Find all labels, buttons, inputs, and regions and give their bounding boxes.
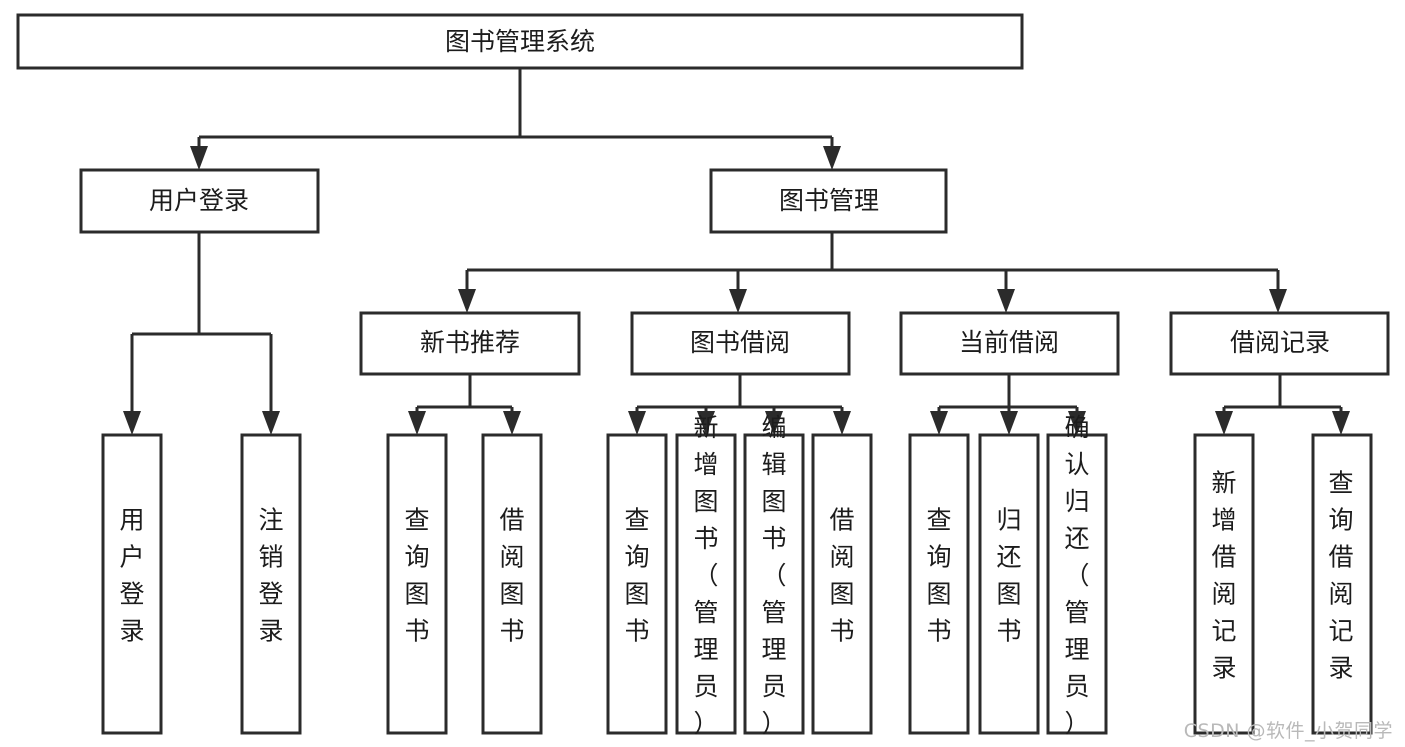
node-current-borrow-label: 当前借阅 bbox=[959, 328, 1059, 357]
node-leaf-add-book-box[interactable] bbox=[675, 433, 737, 735]
node-leaf-borrow-book-2-box[interactable] bbox=[811, 433, 873, 735]
node-book-manage-label: 图书管理 bbox=[779, 186, 879, 215]
node-leaf-borrow-book-1[interactable]: 借阅图书 bbox=[481, 433, 543, 735]
arrow-head-leaf-query-book-2 bbox=[628, 411, 646, 435]
node-leaf-user-login-label: 用户登录 bbox=[119, 506, 144, 646]
node-book-borrow-label: 图书借阅 bbox=[690, 328, 790, 357]
arrow-head-book-manage bbox=[823, 146, 841, 170]
node-borrow-record-box[interactable] bbox=[1169, 311, 1390, 376]
arrow-head-leaf-add-book bbox=[697, 411, 715, 435]
node-user-login-box[interactable] bbox=[79, 168, 320, 234]
arrow-head-leaf-query-book-3 bbox=[930, 411, 948, 435]
node-leaf-confirm-return-label: 确认归还（管理员） bbox=[1064, 413, 1089, 738]
arrow-head-leaf-user-login bbox=[123, 411, 141, 435]
node-leaf-query-book-1-box[interactable] bbox=[386, 433, 448, 735]
node-book-manage[interactable]: 图书管理 bbox=[709, 168, 948, 234]
arrow-head-leaf-confirm-return bbox=[1068, 411, 1086, 435]
arrow-head-current-borrow bbox=[997, 289, 1015, 313]
node-leaf-add-record-label: 新增借阅记录 bbox=[1211, 469, 1236, 683]
arrow-head-leaf-query-record bbox=[1332, 411, 1350, 435]
node-book-borrow[interactable]: 图书借阅 bbox=[630, 311, 851, 376]
node-leaf-edit-book-box[interactable] bbox=[743, 433, 805, 735]
node-leaf-query-book-3-box[interactable] bbox=[908, 433, 970, 735]
node-book-borrow-box[interactable] bbox=[630, 311, 851, 376]
node-leaf-return-book-label: 归还图书 bbox=[996, 506, 1021, 646]
node-new-book-rec-box[interactable] bbox=[359, 311, 581, 376]
node-leaf-user-login[interactable]: 用户登录 bbox=[101, 433, 163, 735]
node-leaf-edit-book[interactable]: 编辑图书（管理员） bbox=[743, 413, 805, 738]
arrow-head-leaf-borrow-book-1 bbox=[503, 411, 521, 435]
node-leaf-query-book-2-box[interactable] bbox=[606, 433, 668, 735]
node-root-box[interactable] bbox=[16, 13, 1024, 70]
node-leaf-query-book-1[interactable]: 查询图书 bbox=[386, 433, 448, 735]
arrow-head-leaf-logout bbox=[262, 411, 280, 435]
node-leaf-borrow-book-1-label: 借阅图书 bbox=[499, 506, 524, 646]
node-current-borrow-box[interactable] bbox=[899, 311, 1120, 376]
arrow-head-leaf-query-book-1 bbox=[408, 411, 426, 435]
node-book-manage-box[interactable] bbox=[709, 168, 948, 234]
node-borrow-record-label: 借阅记录 bbox=[1230, 328, 1330, 357]
node-user-login[interactable]: 用户登录 bbox=[79, 168, 320, 234]
node-leaf-return-book-box[interactable] bbox=[978, 433, 1040, 735]
node-leaf-borrow-book-2[interactable]: 借阅图书 bbox=[811, 433, 873, 735]
node-leaf-add-book-label: 新增图书（管理员） bbox=[693, 413, 718, 738]
node-leaf-borrow-book-2-label: 借阅图书 bbox=[829, 506, 854, 646]
node-leaf-add-record-box[interactable] bbox=[1193, 433, 1255, 735]
arrow-head-new-book-rec bbox=[458, 289, 476, 313]
node-root-label: 图书管理系统 bbox=[445, 27, 595, 56]
arrow-head-user-login bbox=[190, 146, 208, 170]
node-leaf-add-book[interactable]: 新增图书（管理员） bbox=[675, 413, 737, 738]
node-leaf-user-login-box[interactable] bbox=[101, 433, 163, 735]
connector-layer bbox=[123, 68, 1350, 435]
node-new-book-rec-label: 新书推荐 bbox=[420, 328, 520, 357]
node-leaf-query-book-2-label: 查询图书 bbox=[624, 506, 649, 646]
arrow-head-leaf-borrow-book-2 bbox=[833, 411, 851, 435]
node-leaf-confirm-return[interactable]: 确认归还（管理员） bbox=[1046, 413, 1108, 738]
node-new-book-rec[interactable]: 新书推荐 bbox=[359, 311, 581, 376]
node-leaf-confirm-return-box[interactable] bbox=[1046, 433, 1108, 735]
node-leaf-query-book-3[interactable]: 查询图书 bbox=[908, 433, 970, 735]
node-leaf-edit-book-label: 编辑图书（管理员） bbox=[761, 413, 786, 738]
node-leaf-add-record[interactable]: 新增借阅记录 bbox=[1193, 433, 1255, 735]
arrow-head-leaf-edit-book bbox=[765, 411, 783, 435]
node-leaf-query-record-box[interactable] bbox=[1311, 433, 1373, 735]
node-leaf-logout[interactable]: 注销登录 bbox=[240, 433, 302, 735]
node-leaf-query-record-label: 查询借阅记录 bbox=[1328, 469, 1353, 683]
node-root[interactable]: 图书管理系统 bbox=[16, 13, 1024, 70]
node-leaf-query-record[interactable]: 查询借阅记录 bbox=[1311, 433, 1373, 735]
arrow-head-borrow-record bbox=[1269, 289, 1287, 313]
node-current-borrow[interactable]: 当前借阅 bbox=[899, 311, 1120, 376]
node-leaf-logout-label: 注销登录 bbox=[258, 506, 283, 646]
node-borrow-record[interactable]: 借阅记录 bbox=[1169, 311, 1390, 376]
arrow-head-leaf-add-record bbox=[1215, 411, 1233, 435]
node-leaf-borrow-book-1-box[interactable] bbox=[481, 433, 543, 735]
node-leaf-logout-box[interactable] bbox=[240, 433, 302, 735]
node-user-login-label: 用户登录 bbox=[149, 186, 249, 215]
arrow-head-leaf-return-book bbox=[1000, 411, 1018, 435]
node-leaf-query-book-2[interactable]: 查询图书 bbox=[606, 433, 668, 735]
node-leaf-query-book-3-label: 查询图书 bbox=[926, 506, 951, 646]
arrow-head-book-borrow bbox=[729, 289, 747, 313]
node-leaf-return-book[interactable]: 归还图书 bbox=[978, 433, 1040, 735]
node-leaf-query-book-1-label: 查询图书 bbox=[404, 506, 429, 646]
